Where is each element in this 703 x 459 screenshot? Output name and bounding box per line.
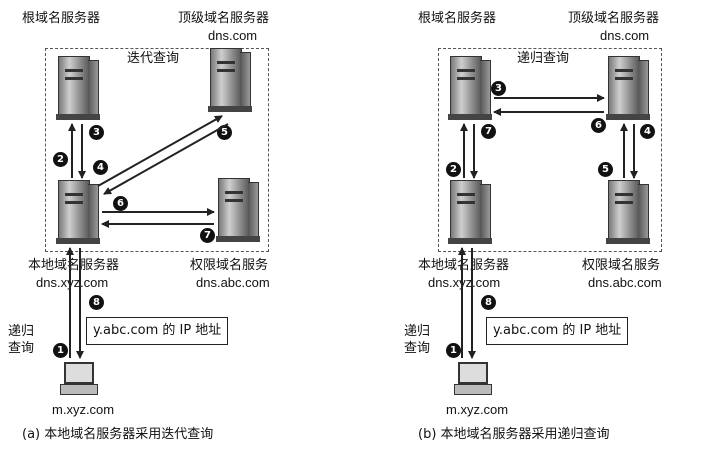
step-4-marker: 4 [93,160,108,175]
step-1-marker: 1 [53,343,68,358]
client-host-label: m.xyz.com [52,402,115,417]
local-server-label: 本地域名服务器 [28,258,120,273]
caption-b: (b) 本地域名服务器采用递归查询 [418,427,610,442]
arrow-a-4-local-to-tld [97,115,223,187]
step-2-marker: 2 [446,162,461,177]
query-mode-label: 迭代查询 [124,51,183,66]
client-query-label: 递归 查询 [404,324,431,356]
step-1-marker: 1 [446,343,461,358]
local-server-domain: dns.xyz.com [428,275,501,290]
step-5-marker: 5 [598,162,613,177]
step-8-marker: 8 [481,295,496,310]
local-server-domain: dns.xyz.com [36,275,109,290]
step-8-marker: 8 [89,295,104,310]
root-server-label: 根域名服务器 [418,11,497,26]
step-4-marker: 4 [640,124,655,139]
arrow-a-5-tld-to-local [103,123,229,195]
caption-a: (a) 本地域名服务器采用迭代查询 [22,427,214,442]
client-query-label: 递归 查询 [8,324,35,356]
tld-server-label: 顶级域名服务器 [568,11,660,26]
tld-server-domain: dns.com [208,28,258,43]
step-3-marker: 3 [89,125,104,140]
step-6-marker: 6 [591,118,606,133]
step-6-marker: 6 [113,196,128,211]
local-server-label: 本地域名服务器 [418,258,510,273]
tld-server-label: 顶级域名服务器 [178,11,270,26]
query-region-box [438,48,662,252]
tld-server-domain: dns.com [600,28,650,43]
auth-server-domain: dns.abc.com [588,275,662,290]
auth-server-label: 权限域名服务 [190,258,269,273]
query-mode-label: 递归查询 [514,51,573,66]
client-host-label: m.xyz.com [446,402,509,417]
auth-server-domain: dns.abc.com [196,275,270,290]
step-3-marker: 3 [491,81,506,96]
answer-box: y.abc.com 的 IP 地址 [86,317,229,345]
auth-server-label: 权限域名服务 [582,258,661,273]
root-server-label: 根域名服务器 [22,11,101,26]
step-2-marker: 2 [53,152,68,167]
step-7-marker: 7 [200,228,215,243]
step-7-marker: 7 [481,124,496,139]
answer-box: y.abc.com 的 IP 地址 [486,317,629,345]
query-region-box [45,48,269,252]
